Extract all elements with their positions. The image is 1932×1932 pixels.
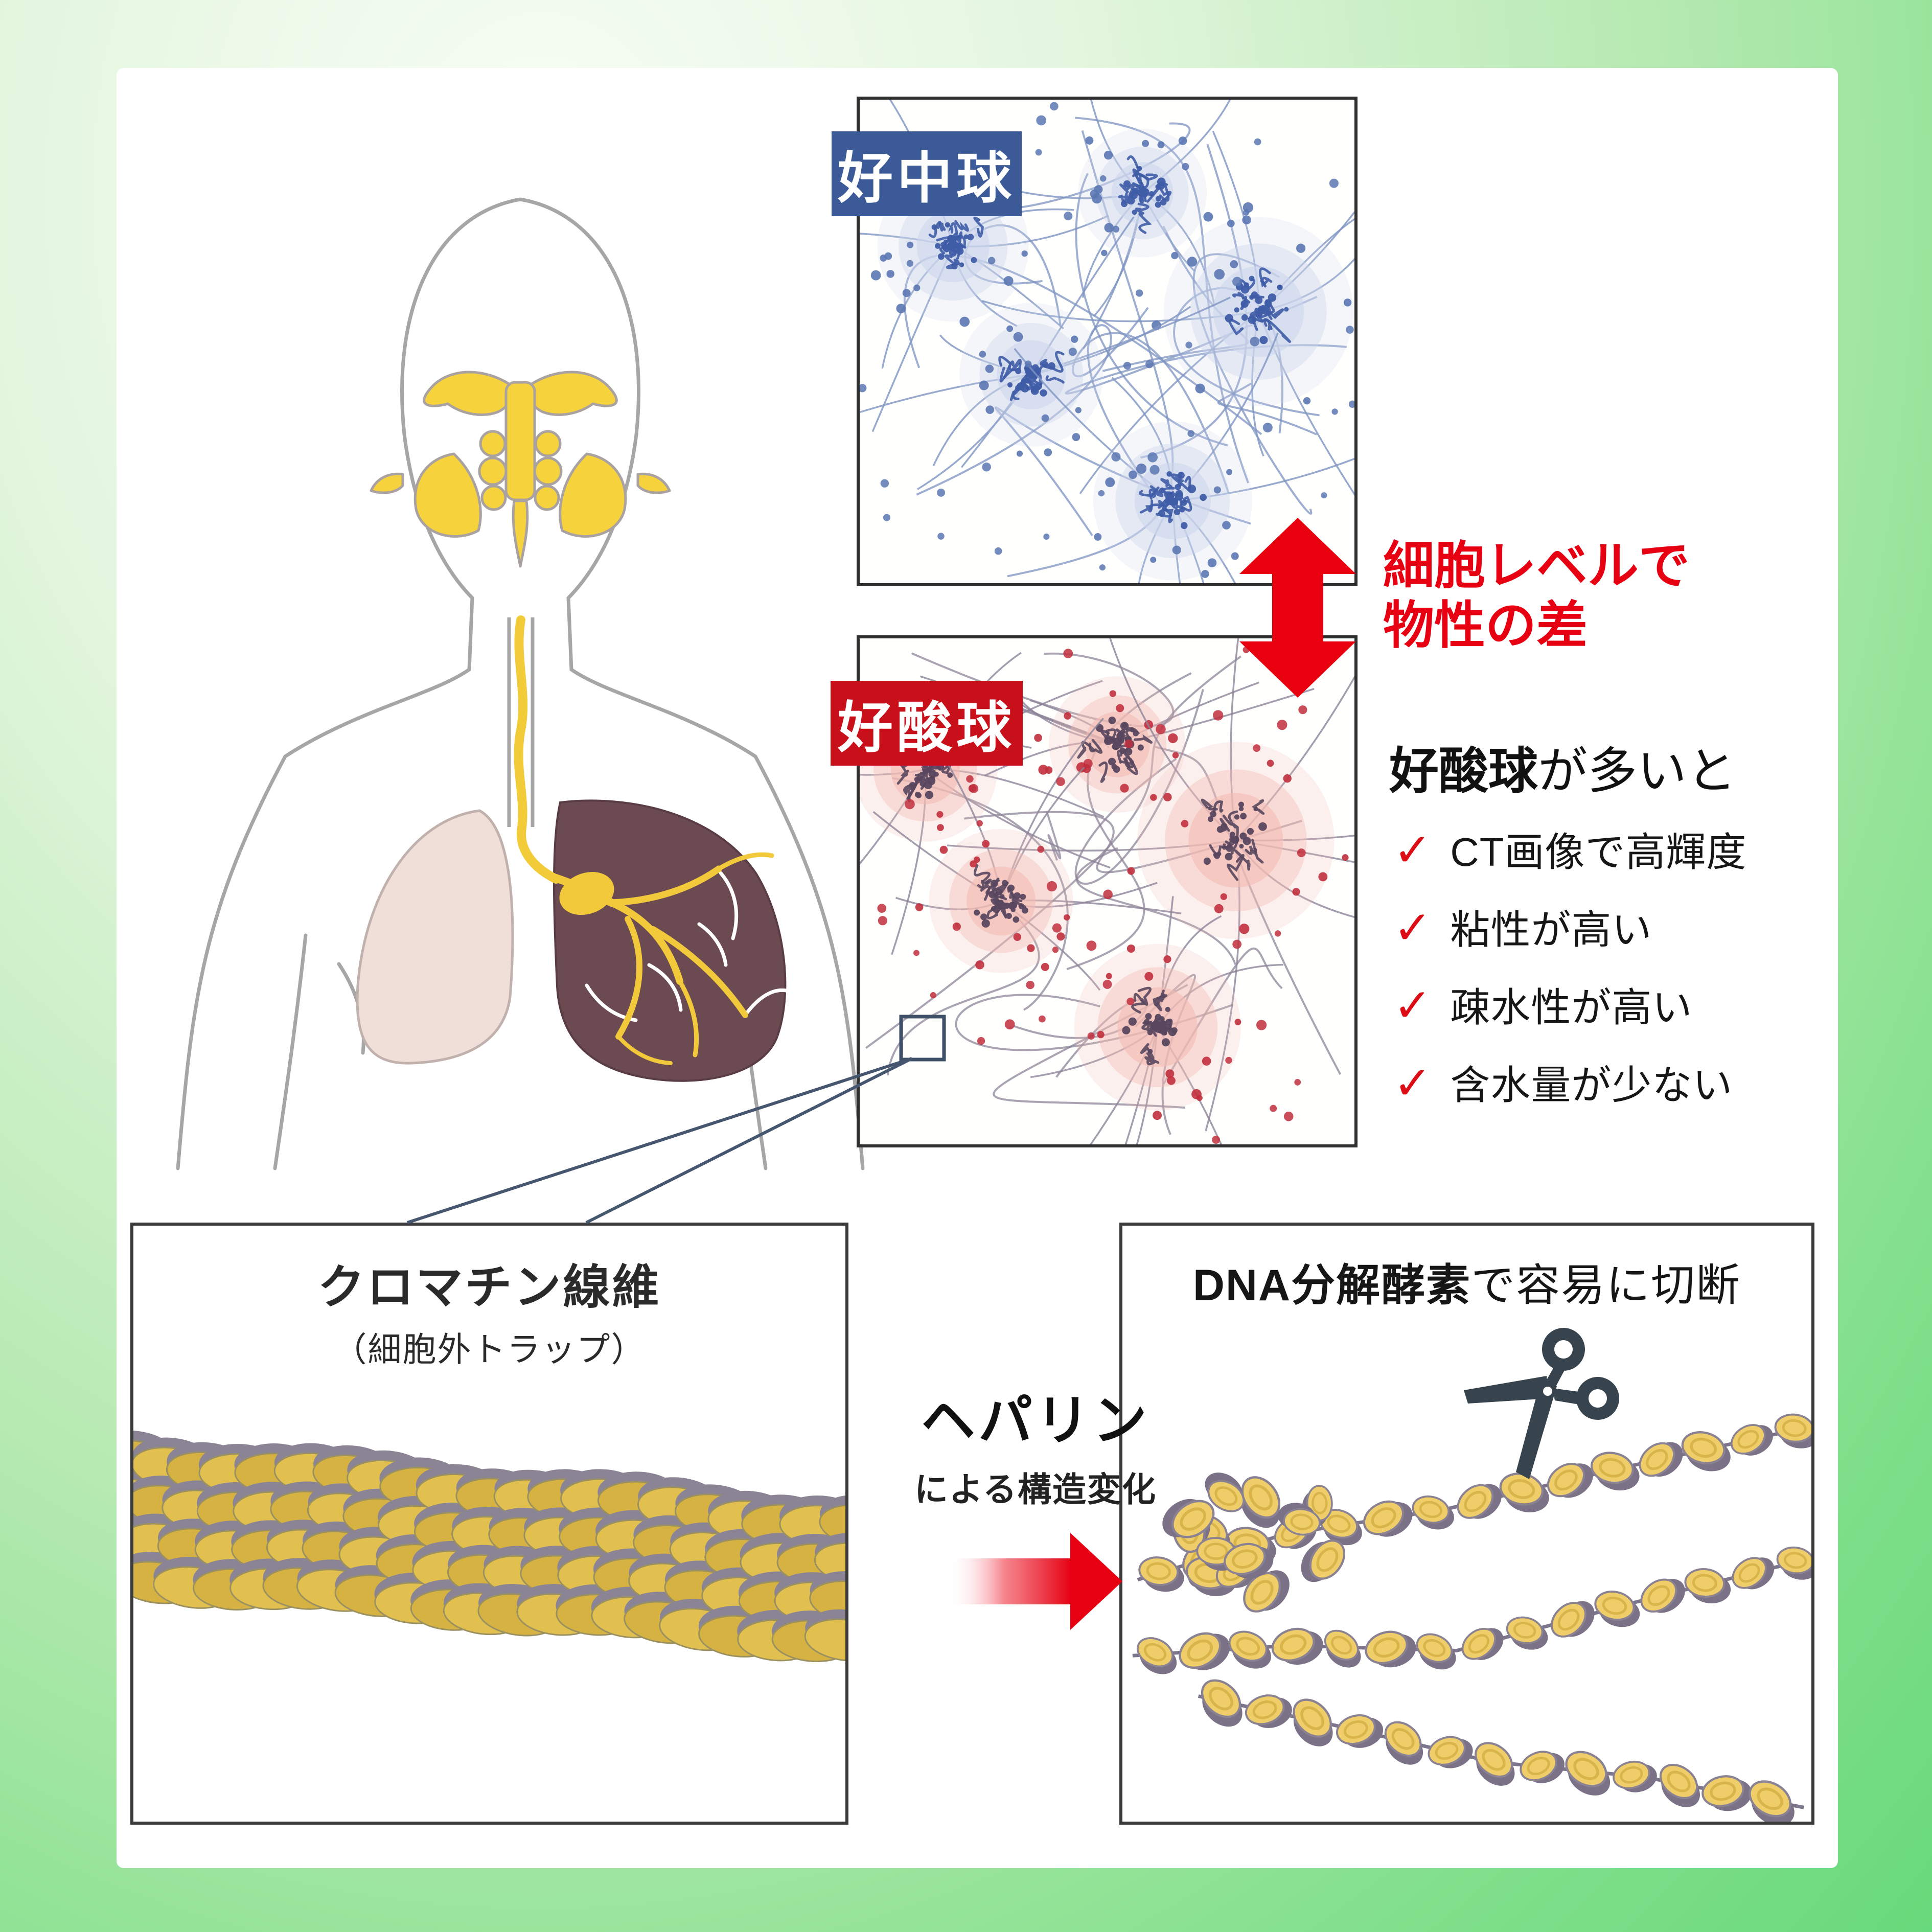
neutrophil-label-text: 好中球: [837, 147, 1016, 209]
mucus-streak: [514, 615, 561, 884]
checkmark-icon: ✓: [1393, 980, 1432, 1031]
eosinophil-heading-rest: が多いと: [1538, 743, 1736, 799]
scissors-icon: [1464, 1328, 1619, 1479]
dna-panel: DNA分解酵素で容易に切断: [1119, 1223, 1814, 1825]
checkmark-icon: ✓: [1393, 1058, 1432, 1109]
inflamed-lung: [552, 799, 788, 1082]
property-checklist: ✓ CT画像で高輝度 ✓ 粘性が高い ✓ 疎水性が高い ✓ 含水量が少ない: [1393, 820, 1843, 1131]
eosinophil-label-text: 好酸球: [837, 697, 1016, 758]
chromatin-fiber-art: [133, 1430, 845, 1663]
eosinophil-box: [857, 635, 1358, 1147]
body-illustration: [176, 197, 865, 1170]
dna-title-rest: で容易に切断: [1471, 1261, 1741, 1310]
dna-title-bold: DNA分解酵素: [1192, 1261, 1471, 1310]
right-arrow-icon: [949, 1533, 1122, 1630]
cell-level-note-line1: 細胞レベルで: [1383, 537, 1690, 594]
checkmark-icon: ✓: [1393, 825, 1432, 876]
checkmark-icon: ✓: [1393, 903, 1432, 954]
chromatin-title: クロマチン線維: [317, 1261, 661, 1314]
trachea: [507, 615, 561, 884]
figure-canvas: 好中球 好酸球 細胞レベルで 物性の差 好酸球が多いと ✓ CT画像で高輝度 ✓…: [117, 68, 1838, 1868]
list-item-label: 含水量が少ない: [1450, 1063, 1733, 1108]
neutrophil-label: 好中球: [832, 131, 1022, 216]
list-item: ✓ 含水量が少ない: [1393, 1053, 1843, 1111]
heparin-subtitle: による構造変化: [914, 1470, 1157, 1508]
cell-level-note-line2: 物性の差: [1383, 597, 1588, 654]
chromatin-panel: クロマチン線維 （細胞外トラップ）: [130, 1223, 848, 1825]
heparin-block: ヘパリン による構造変化: [857, 1376, 1214, 1639]
eosinophil-label: 好酸球: [831, 681, 1023, 766]
eosinophil-heading-bold: 好酸球: [1389, 743, 1538, 799]
healthy-lung: [356, 809, 514, 1065]
dna-panel-header: DNA分解酵素で容易に切断: [1122, 1226, 1811, 1313]
heparin-title: ヘパリン: [921, 1391, 1150, 1451]
yellow-bronchi: [552, 852, 774, 1065]
chromatin-panel-header: クロマチン線維 （細胞外トラップ）: [133, 1226, 845, 1371]
list-item-label: 疎水性が高い: [1450, 985, 1693, 1030]
list-item: ✓ 疎水性が高い: [1393, 976, 1843, 1033]
cell-level-note: 細胞レベルで 物性の差: [1383, 536, 1823, 656]
eosinophil-heading: 好酸球が多いと: [1389, 730, 1839, 802]
chromatin-subtitle: （細胞外トラップ）: [333, 1330, 646, 1368]
list-item: ✓ CT画像で高輝度: [1393, 820, 1843, 878]
list-item-label: 粘性が高い: [1450, 907, 1652, 952]
double-arrow-icon: [1239, 518, 1356, 698]
nucleosome-strands-art: [1132, 1413, 1811, 1822]
list-item: ✓ 粘性が高い: [1393, 898, 1843, 955]
list-item-label: CT画像で高輝度: [1450, 830, 1747, 875]
sinus-icon: [370, 371, 671, 568]
